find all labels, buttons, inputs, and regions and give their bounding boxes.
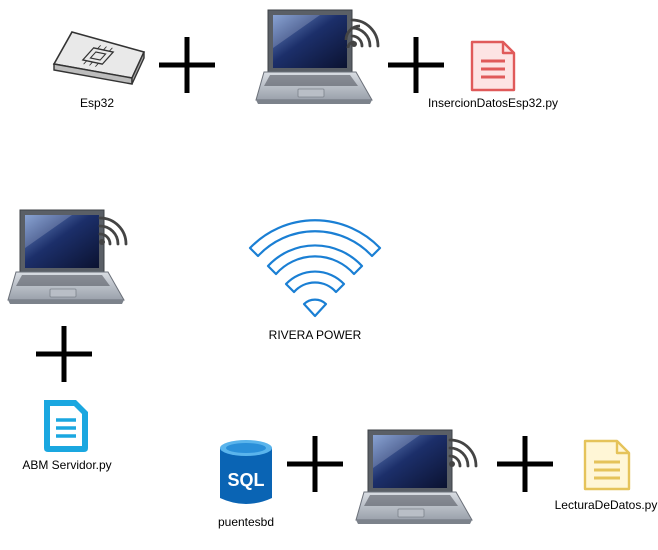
plus-icon bbox=[159, 37, 215, 93]
esp32-chip bbox=[50, 28, 146, 88]
document-icon bbox=[470, 40, 516, 92]
esp32-label: Esp32 bbox=[79, 96, 115, 110]
lectura-label: LecturaDeDatos.py bbox=[554, 498, 658, 512]
document-icon bbox=[583, 439, 631, 491]
plus-icon bbox=[497, 436, 553, 492]
document-icon bbox=[44, 400, 88, 452]
network-wifi-icon bbox=[248, 219, 382, 318]
network-label: RIVERA POWER bbox=[268, 328, 362, 342]
database-icon: SQL bbox=[220, 440, 272, 504]
plus-icon bbox=[287, 436, 343, 492]
plus-icon bbox=[388, 37, 444, 93]
wifi-icon bbox=[98, 216, 128, 246]
abm-label: ABM Servidor.py bbox=[22, 458, 112, 472]
wifi-icon bbox=[448, 438, 478, 468]
insercion-label: InsercionDatosEsp32.py bbox=[427, 96, 559, 110]
db-label: puentesbd bbox=[217, 515, 275, 529]
plus-icon bbox=[36, 326, 92, 382]
sql-badge: SQL bbox=[227, 470, 264, 490]
chip-icon bbox=[52, 31, 146, 85]
wifi-icon bbox=[344, 18, 380, 49]
